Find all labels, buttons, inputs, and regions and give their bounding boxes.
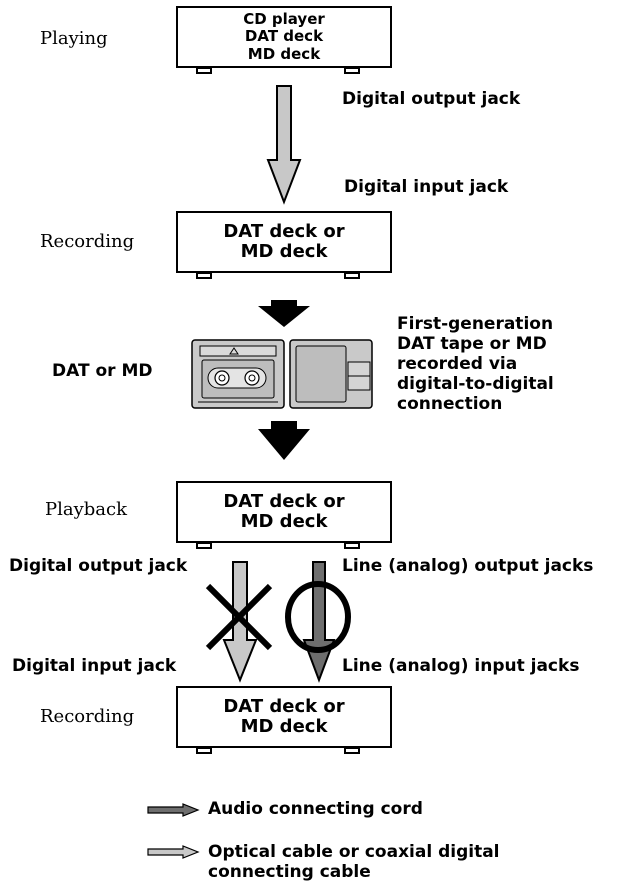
line-output-jacks-label: Line (analog) output jacks (342, 556, 594, 576)
dat-cassette-icon (191, 339, 285, 409)
recorder-1-line-2: MD deck (240, 241, 328, 262)
playback-label: Playback (45, 499, 128, 520)
device-foot (196, 272, 212, 279)
device-foot (344, 747, 360, 754)
playback-line-1: DAT deck or (223, 490, 345, 512)
recording-label-2: Recording (40, 706, 135, 727)
dat-or-md-label: DAT or MD (52, 361, 153, 381)
recorder-2-line-2: MD deck (240, 716, 328, 737)
source-device: CD player DAT deck MD deck (176, 6, 392, 68)
audio-arrow-bottom (302, 561, 336, 683)
recording-label-1: Recording (40, 231, 135, 252)
source-device-line-2: DAT deck (244, 27, 324, 46)
line-input-jacks-label: Line (analog) input jacks (342, 656, 580, 676)
legend-optical-line-2: connecting cable (208, 862, 371, 882)
device-foot (196, 67, 212, 74)
playing-label: Playing (40, 28, 108, 49)
cross-mark-icon (205, 583, 273, 651)
legend-optical-label: Optical cable or coaxial digital connect… (208, 842, 500, 882)
digital-input-jack-label-bottom: Digital input jack (12, 656, 177, 676)
digital-input-jack-label-top: Digital input jack (344, 177, 509, 197)
recorder-device-2: DAT deck or MD deck (176, 686, 392, 748)
note-line-2: DAT tape or MD (397, 334, 547, 354)
device-foot (344, 272, 360, 279)
legend-audio-arrow (147, 803, 200, 817)
note-line-3: recorded via (397, 354, 518, 374)
first-generation-note: First-generation DAT tape or MD recorded… (397, 314, 554, 414)
flow-arrow-2 (258, 421, 310, 460)
flow-arrow-1 (258, 300, 310, 327)
note-line-4: digital-to-digital (397, 374, 554, 394)
legend-optical-line-1: Optical cable or coaxial digital (208, 842, 500, 862)
device-foot (196, 747, 212, 754)
recorder-device-1: DAT deck or MD deck (176, 211, 392, 273)
legend-optical-arrow (147, 845, 200, 859)
device-foot (196, 542, 212, 549)
legend-audio-label: Audio connecting cord (208, 799, 423, 819)
source-device-line-3: MD deck (247, 44, 321, 63)
minidisc-icon (289, 339, 373, 409)
device-foot (344, 542, 360, 549)
recorder-1-line-1: DAT deck or (223, 220, 345, 242)
playback-device: DAT deck or MD deck (176, 481, 392, 543)
note-line-5: connection (397, 394, 503, 414)
optical-arrow-top (266, 85, 302, 205)
recorder-2-line-1: DAT deck or (223, 695, 345, 717)
circle-mark-icon (285, 581, 351, 653)
digital-output-jack-label-top: Digital output jack (342, 89, 521, 109)
source-device-line-1: CD player (243, 10, 325, 29)
digital-output-jack-label-bottom: Digital output jack (9, 556, 188, 576)
playback-line-2: MD deck (240, 511, 328, 532)
device-foot (344, 67, 360, 74)
note-line-1: First-generation (397, 314, 554, 334)
